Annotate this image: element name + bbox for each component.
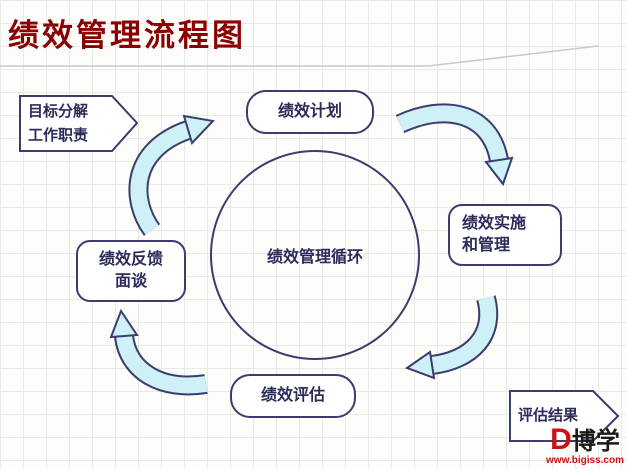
- watermark-url: www.bigiss.com: [546, 455, 624, 466]
- arrow-plan-to-implement: [395, 103, 514, 187]
- watermark: D博学 www.bigiss.com: [546, 425, 624, 467]
- node-performance-implementation-line1: 绩效实施: [462, 215, 527, 232]
- node-performance-evaluation: 绩效评估: [230, 374, 356, 418]
- result-callout-shape: [509, 390, 620, 442]
- decoration-diagonal-line: [427, 45, 599, 67]
- node-performance-feedback-line1: 绩效反馈: [98, 251, 163, 268]
- goal-callout-line1: 目标分解: [28, 103, 89, 120]
- node-performance-feedback: 绩效反馈 面谈: [76, 240, 186, 302]
- goal-callout-text: 目标分解 工作职责: [28, 100, 88, 148]
- result-callout-text: 评估结果: [518, 404, 578, 428]
- watermark-logo-icon: D: [550, 423, 572, 456]
- watermark-logo-row: D博学: [546, 425, 624, 455]
- goal-callout-line2: 工作职责: [28, 127, 89, 144]
- arrow-feedback-to-plan: [128, 114, 216, 236]
- arrow-evaluate-to-feedback: [109, 308, 208, 396]
- node-performance-plan: 绩效计划: [246, 90, 374, 134]
- node-performance-feedback-line2: 面谈: [114, 273, 147, 290]
- arrow-implement-to-evaluate: [404, 295, 499, 380]
- node-performance-evaluation-label: 绩效评估: [260, 387, 325, 404]
- page-title: 绩效管理流程图: [8, 18, 246, 53]
- node-performance-implementation: 绩效实施 和管理: [448, 204, 562, 266]
- cycle-circle-label: 绩效管理循环: [266, 249, 363, 266]
- goal-callout-shape: [19, 95, 139, 152]
- node-performance-plan-label: 绩效计划: [277, 103, 342, 120]
- result-callout-label: 评估结果: [518, 407, 579, 424]
- cycle-circle: 绩效管理循环: [210, 150, 420, 360]
- watermark-name: 博学: [571, 428, 620, 455]
- node-performance-implementation-line2: 和管理: [462, 237, 511, 254]
